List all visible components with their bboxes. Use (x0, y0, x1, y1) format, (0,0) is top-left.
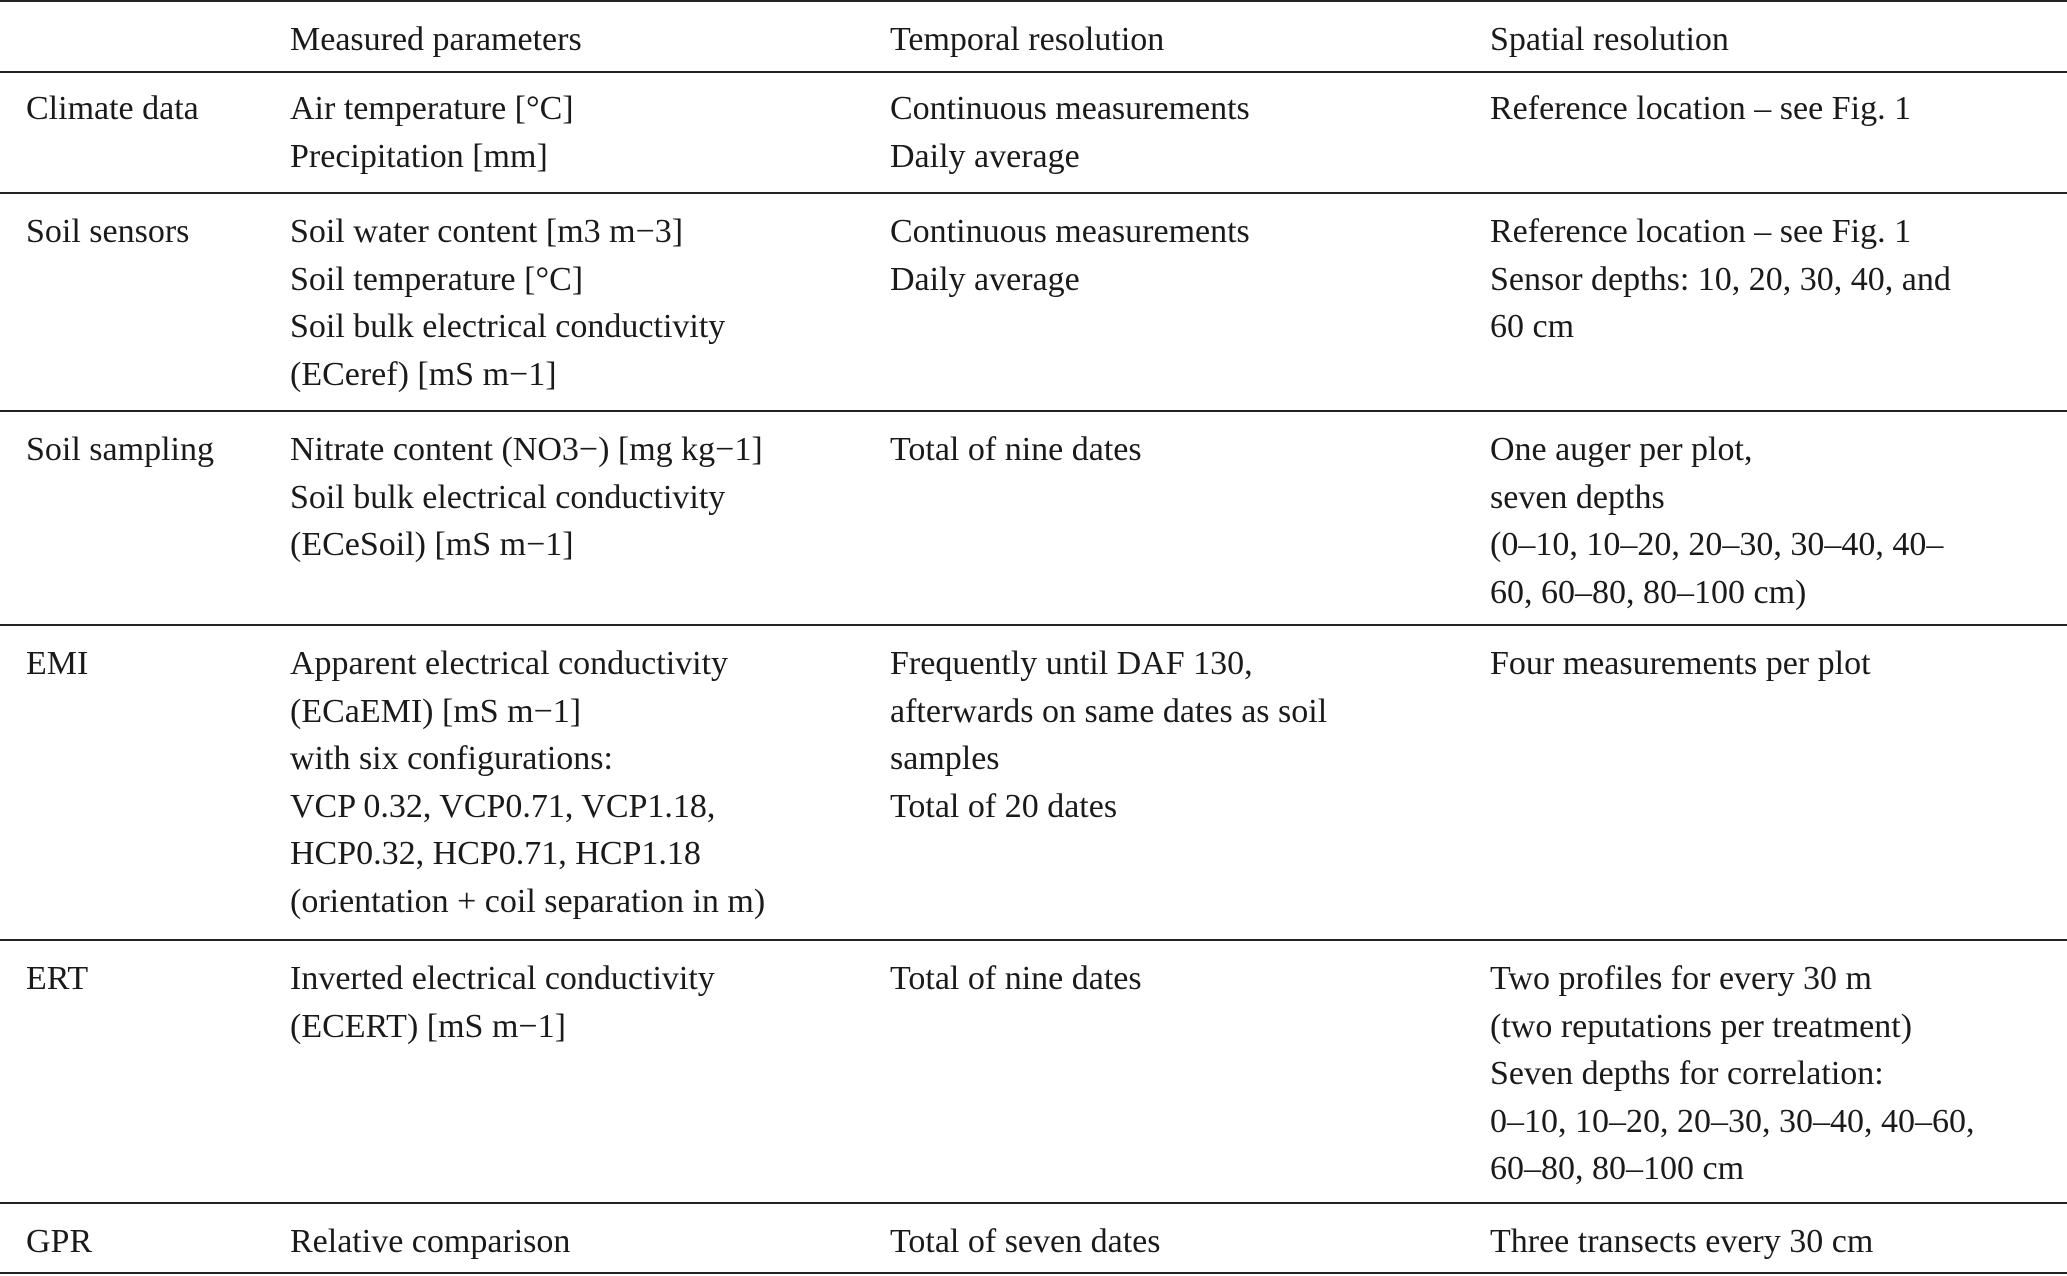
row-spatial: Reference location – see Fig. 1 (1490, 85, 1911, 133)
param-line: Soil bulk electrical conductivity (290, 478, 726, 516)
temporal-line: samples (890, 740, 1000, 777)
param-line: Nitrate content (NO3−) [mg kg−1] (290, 431, 763, 468)
spatial-line: (two reputations per treatment) (1490, 1007, 1913, 1045)
param-line: (ECeSoil) [mS m−1] (290, 526, 574, 563)
row-parameters: Soil water content [m3 m−3] Soil tempera… (290, 208, 725, 398)
row-category: EMI (26, 645, 89, 682)
row-category: Soil sampling (26, 431, 214, 468)
spatial-line: seven depths (1490, 478, 1665, 516)
spatial-line: Seven depths for correlation: (1490, 1055, 1884, 1092)
temporal-line: Continuous measurements (890, 90, 1250, 127)
row-temporal: Total of nine dates (890, 426, 1142, 474)
table-row: Soil sampling Nitrate content (NO3−) [mg… (0, 412, 2067, 626)
spatial-line: Four measurements per plot (1490, 645, 1871, 682)
param-line: with six configurations: (290, 740, 613, 777)
row-temporal: Continuous measurements Daily average (890, 208, 1250, 303)
temporal-line: Frequently until DAF 130, (890, 645, 1253, 682)
temporal-line: Continuous measurements (890, 213, 1250, 250)
row-temporal: Total of seven dates (890, 1218, 1160, 1266)
temporal-line: Total of 20 dates (890, 787, 1118, 825)
header-cell-parameters: Measured parameters (290, 21, 582, 58)
param-line: HCP0.32, HCP0.71, HCP1.18 (290, 835, 701, 872)
spatial-line: Reference location – see Fig. 1 (1490, 90, 1912, 127)
spatial-line: Three transects every 30 cm (1490, 1223, 1874, 1260)
temporal-line: Total of nine dates (890, 431, 1142, 468)
param-line: Precipitation [mm] (290, 137, 548, 175)
spatial-line: 0–10, 10–20, 20–30, 30–40, 40–60, (1490, 1102, 1975, 1140)
spatial-line: Two profiles for every 30 m (1490, 960, 1872, 997)
row-parameters: Inverted electrical conductivity (ECERT)… (290, 955, 715, 1050)
spatial-line: 60 cm (1490, 308, 1575, 345)
temporal-line: Total of seven dates (890, 1223, 1161, 1260)
row-parameters: Relative comparison (290, 1218, 570, 1266)
spatial-line: Sensor depths: 10, 20, 30, 40, and (1490, 260, 1951, 298)
row-spatial: Two profiles for every 30 m (two reputat… (1490, 955, 1975, 1193)
row-spatial: Reference location – see Fig. 1 Sensor d… (1490, 208, 1951, 351)
temporal-line: Daily average (890, 137, 1080, 175)
param-line: (orientation + coil separation in m) (290, 882, 766, 920)
row-spatial: One auger per plot, seven depths (0–10, … (1490, 426, 1943, 616)
param-line: Soil water content [m3 m−3] (290, 213, 684, 250)
param-line: Air temperature [°C] (290, 90, 574, 127)
table-row: ERT Inverted electrical conductivity (EC… (0, 941, 2067, 1204)
table-row: GPR Relative comparison Total of seven d… (0, 1204, 2067, 1274)
temporal-line: afterwards on same dates as soil (890, 692, 1328, 730)
param-line: Soil temperature [°C] (290, 260, 584, 298)
row-spatial: Three transects every 30 cm (1490, 1218, 1873, 1266)
row-category: GPR (26, 1223, 93, 1260)
row-category: Soil sensors (26, 213, 190, 250)
table-row: Climate data Air temperature [°C] Precip… (0, 71, 2067, 194)
header-cell-spatial: Spatial resolution (1490, 21, 1729, 58)
spatial-line: Reference location – see Fig. 1 (1490, 213, 1912, 250)
row-spatial: Four measurements per plot (1490, 640, 1871, 688)
param-line: (ECaEMI) [mS m−1] (290, 692, 582, 730)
spatial-line: 60, 60–80, 80–100 cm) (1490, 573, 1807, 611)
temporal-line: Daily average (890, 260, 1080, 298)
temporal-line: Total of nine dates (890, 960, 1142, 997)
param-line: Inverted electrical conductivity (290, 960, 715, 997)
row-parameters: Air temperature [°C] Precipitation [mm] (290, 85, 574, 180)
param-line: VCP 0.32, VCP0.71, VCP1.18, (290, 787, 716, 825)
row-temporal: Continuous measurements Daily average (890, 85, 1250, 180)
param-line: (ECERT) [mS m−1] (290, 1007, 566, 1045)
param-line: Relative comparison (290, 1223, 571, 1260)
row-temporal: Total of nine dates (890, 955, 1142, 1003)
table-row: Soil sensors Soil water content [m3 m−3]… (0, 194, 2067, 412)
param-line: Soil bulk electrical conductivity (290, 308, 726, 345)
spatial-line: One auger per plot, (1490, 431, 1753, 468)
row-category: Climate data (26, 90, 199, 127)
row-temporal: Frequently until DAF 130, afterwards on … (890, 640, 1327, 830)
table-header-row: Measured parameters Temporal resolution … (0, 0, 2067, 73)
row-parameters: Nitrate content (NO3−) [mg kg−1] Soil bu… (290, 426, 763, 569)
header-cell-temporal: Temporal resolution (890, 21, 1165, 58)
param-line: Apparent electrical conductivity (290, 645, 729, 682)
row-parameters: Apparent electrical conductivity (ECaEMI… (290, 640, 765, 925)
table-row: EMI Apparent electrical conductivity (EC… (0, 626, 2067, 941)
param-line: (ECeref) [mS m−1] (290, 355, 557, 393)
row-category: ERT (26, 960, 89, 997)
spatial-line: (0–10, 10–20, 20–30, 30–40, 40– (1490, 526, 1944, 563)
spatial-line: 60–80, 80–100 cm (1490, 1150, 1745, 1187)
